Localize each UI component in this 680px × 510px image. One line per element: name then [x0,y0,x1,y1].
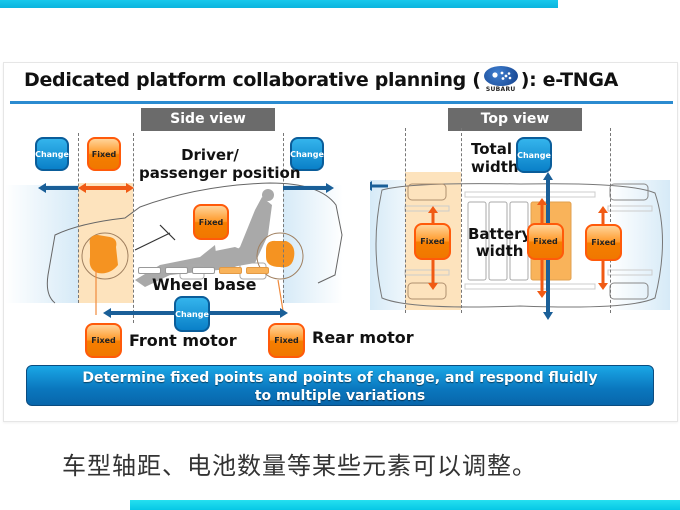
banner-line2: to multiple variations [254,388,426,404]
wheel-base-label: Wheel base [152,275,257,294]
rear-motor-label: Rear motor [312,328,414,347]
banner-line1: Determine fixed points and points of cha… [82,370,598,386]
top-divider-3 [610,128,611,313]
side-left-change-chip: Change [35,137,69,171]
side-right-change-chip: Change [290,137,324,171]
top-divider-1 [405,128,406,313]
total-width-line1: Total [471,140,512,158]
wheelbase-change-chip: Change [174,296,210,332]
top-divider-2 [461,128,462,313]
slide-title: Dedicated platform collaborative plannin… [24,66,618,93]
steering-wheel-icon [134,224,176,251]
total-width-change-chip: Change [516,137,552,173]
subaru-stars-icon [483,66,518,86]
side-battery-cells [138,267,269,274]
side-view-header: Side view [141,108,275,131]
side-divider-3 [283,133,284,303]
subaru-logo: SUBARU [483,66,518,93]
top-view-header: Top view [448,108,582,131]
side-change-zone-left [5,185,78,303]
battery-cell-filled [219,267,242,274]
title-prefix: Dedicated platform collaborative plannin… [24,68,481,91]
battery-cell-empty [192,267,215,274]
side-divider-1 [78,133,79,303]
top-accent-bar [0,0,558,8]
driver-label-line1: Driver/ [181,146,239,164]
front-motor-label: Front motor [129,331,237,350]
title-suffix: ): e-TNGA [520,68,619,91]
battery-width-line1: Battery [468,225,532,243]
side-top-arrows [38,183,334,193]
side-divider-2 [133,133,134,323]
subaru-wordmark: SUBARU [485,86,516,93]
top-battery-fixed-chip: Fixed [527,223,564,260]
seat-fixed-chip: Fixed [193,204,229,240]
side-front-fixed-chip: Fixed [87,137,121,171]
battery-width-line2: width [475,242,524,260]
front-motor-shape [89,235,118,274]
front-motor-fixed-chip: Fixed [85,323,122,358]
top-front-fixed-chip: Fixed [414,223,451,260]
battery-width-label: Battery width [468,226,531,260]
battery-cell-filled [246,267,269,274]
driver-label-line2: passenger position [139,164,301,182]
bottom-accent-bar [130,500,680,510]
driver-passenger-label: Driver/ passenger position [139,146,301,182]
top-rear-fixed-chip: Fixed [585,224,622,261]
battery-cell-empty [138,267,161,274]
total-width-label: Total width [471,140,519,176]
total-width-line2: width [471,158,519,176]
rear-motor-shape [266,240,295,268]
title-underline [10,101,673,104]
summary-banner: Determine fixed points and points of cha… [26,365,654,406]
battery-cell-empty [165,267,188,274]
side-change-zone-right [283,185,343,303]
chinese-caption: 车型轴距、电池数量等某些元素可以调整。 [62,452,537,480]
side-view-car-drawing [46,182,343,315]
rear-motor-fixed-chip: Fixed [268,323,305,358]
